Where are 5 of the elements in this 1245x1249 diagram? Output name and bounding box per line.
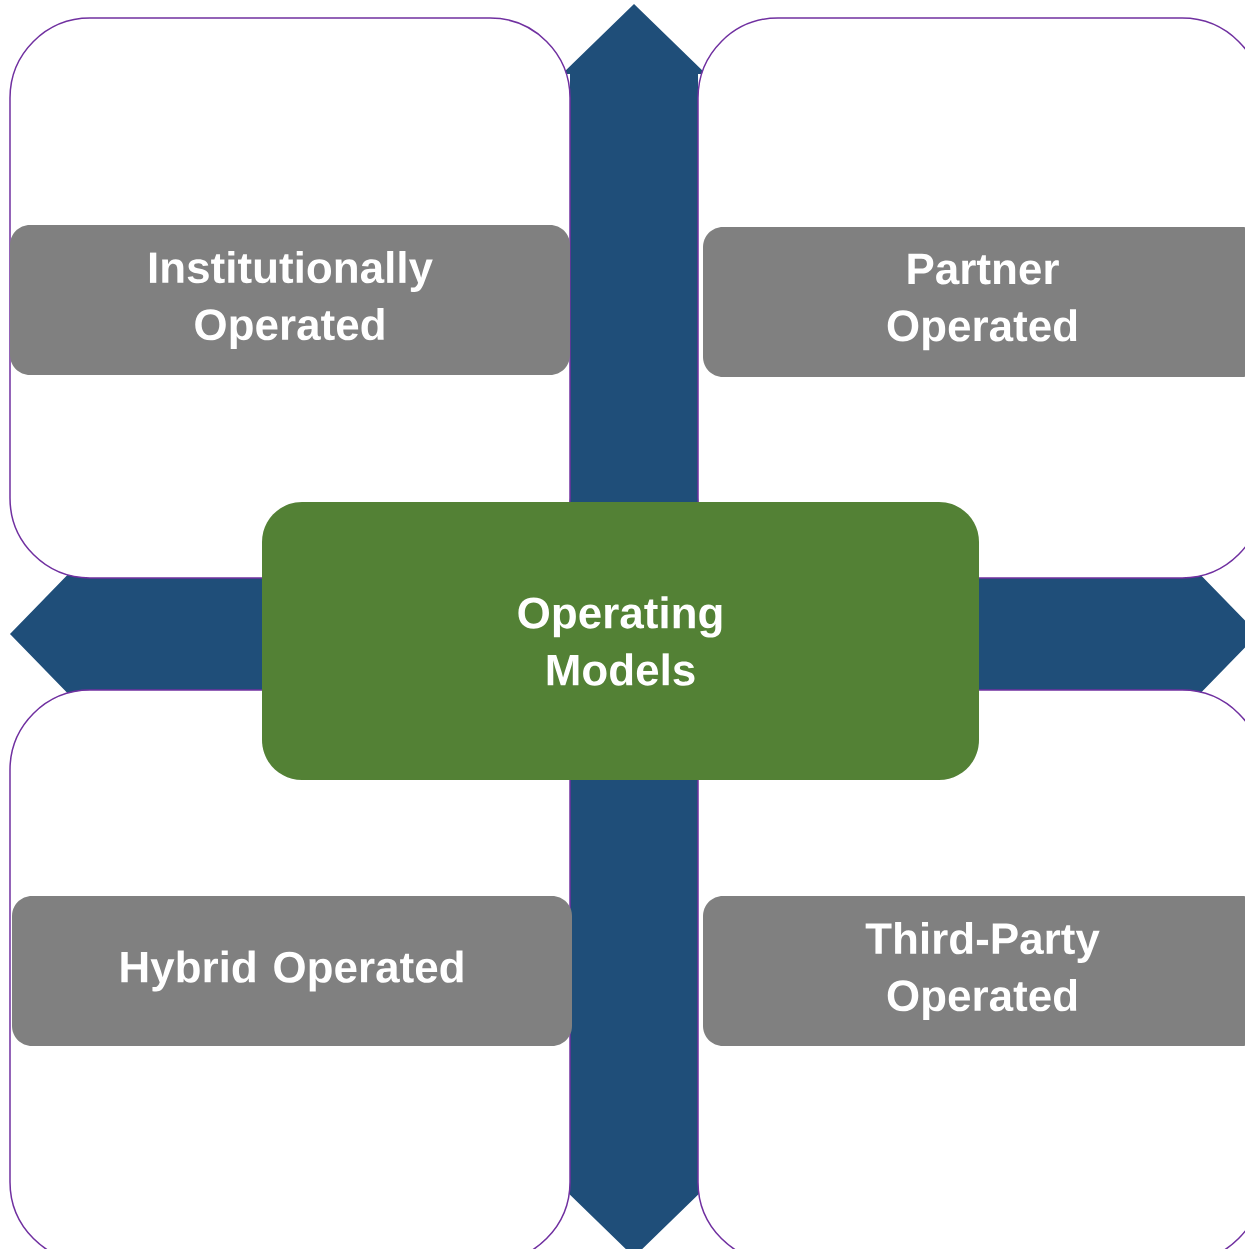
label-band: Partner Operated <box>703 227 1245 377</box>
label-band: Hybrid Operated <box>12 896 572 1046</box>
label-band: Institutionally Operated <box>10 225 570 375</box>
label-band: Third-Party Operated <box>703 896 1245 1046</box>
center-box: Operating Models <box>262 502 979 780</box>
